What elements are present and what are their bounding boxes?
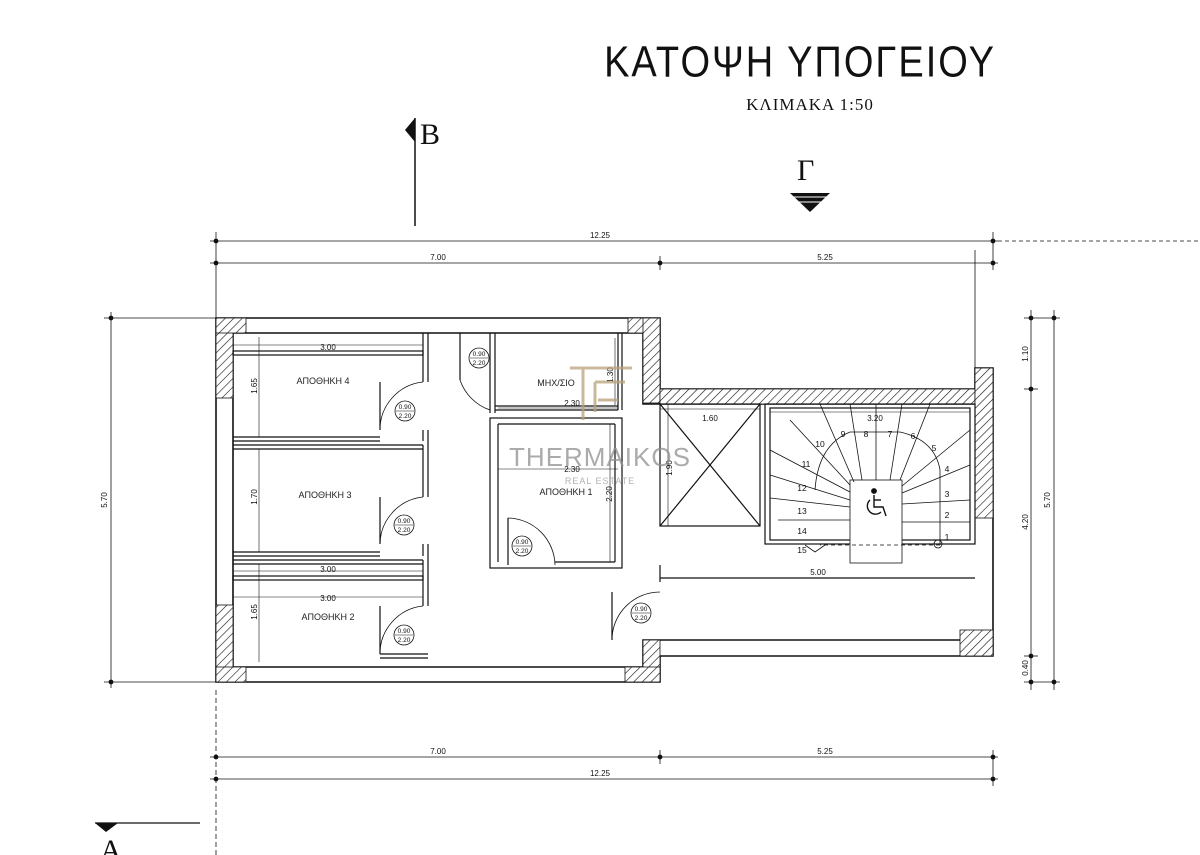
dim-store2-width-b: 3.00	[320, 594, 336, 603]
dim-store3-height: 1.70	[250, 489, 259, 505]
stair-step-12: 12	[797, 483, 807, 493]
stair-step-8: 8	[864, 429, 869, 439]
svg-text:2.20: 2.20	[635, 615, 648, 622]
plan-title: ΚΑΤΟΨΗ ΥΠΟΓΕΙΟΥ	[604, 38, 996, 88]
dim-right-mid: 4.20	[1021, 514, 1030, 530]
watermark-brand: THERMAIKOS	[509, 442, 691, 472]
stair-step-14: 14	[797, 526, 807, 536]
stair-step-7: 7	[888, 429, 893, 439]
dim-mech-height: 1.30	[606, 367, 615, 383]
svg-text:0.90: 0.90	[635, 606, 648, 613]
dim-store2-width-a: 3.00	[320, 565, 336, 574]
dim-store1-width: 2.30	[564, 465, 580, 474]
stair-step-13: 13	[797, 506, 807, 516]
room-label-store3: ΑΠΟΘΗΚΗ 3	[298, 490, 351, 500]
dim-bottom-total: 12.25	[590, 769, 611, 778]
svg-text:2.20: 2.20	[473, 360, 486, 367]
dim-bottom-right: 5.25	[817, 747, 833, 756]
stair-step-2: 2	[945, 510, 950, 520]
dim-mech-width: 2.30	[564, 399, 580, 408]
dim-top-left: 7.00	[430, 253, 446, 262]
dim-store2-height: 1.65	[250, 604, 259, 620]
section-mark-b: Β	[405, 118, 440, 226]
stair-step-10: 10	[815, 439, 825, 449]
room-label-store1: ΑΠΟΘΗΚΗ 1	[539, 487, 592, 497]
section-b-label: Β	[420, 118, 440, 151]
dim-store1-height: 2.20	[605, 486, 614, 502]
right-dimensions	[1024, 310, 1060, 690]
dim-store4-height: 1.65	[250, 378, 259, 394]
dim-right-bottom: 0.40	[1021, 660, 1030, 676]
top-dimensions	[210, 232, 1200, 370]
watermark-sub: REAL ESTATE	[565, 476, 635, 486]
dim-bottom-left: 7.00	[430, 747, 446, 756]
dim-top-total: 12.25	[590, 231, 611, 240]
dim-store4-width: 3.00	[320, 343, 336, 352]
stair-step-4: 4	[945, 464, 950, 474]
dim-landing-width: 1.60	[702, 414, 718, 423]
dim-top-right: 5.25	[817, 253, 833, 262]
dim-corridor-length: 5.00	[810, 568, 826, 577]
wall-hatching	[215, 317, 994, 683]
watermark-logo: THERMAIKOS REAL ESTATE	[509, 366, 691, 486]
svg-text:0.90: 0.90	[473, 351, 486, 358]
svg-text:2.20: 2.20	[516, 548, 529, 555]
stair-step-5: 5	[932, 443, 937, 453]
stair-step-6: 6	[911, 431, 916, 441]
door-swings	[379, 379, 661, 655]
room-label-mech: ΜΗΧ/ΣΙΟ	[537, 378, 575, 388]
svg-text:0.90: 0.90	[516, 539, 529, 546]
dim-right-top: 1.10	[1021, 346, 1030, 362]
door-tag: 0.90 2.20	[468, 347, 490, 369]
dim-landing-height: 1.90	[665, 460, 674, 476]
room-label-store2: ΑΠΟΘΗΚΗ 2	[301, 612, 354, 622]
internal-dimension-lines	[233, 337, 975, 662]
svg-text:0.90: 0.90	[398, 628, 411, 635]
section-mark-g: Γ	[790, 154, 830, 212]
section-mark-a: Α	[95, 822, 200, 855]
bottom-dimensions	[210, 690, 998, 855]
stair-step-3: 3	[945, 489, 950, 499]
room-label-store4: ΑΠΟΘΗΚΗ 4	[296, 376, 349, 386]
dim-stair-width: 3.20	[867, 414, 883, 423]
left-dimension	[104, 312, 220, 688]
svg-text:2.20: 2.20	[399, 413, 412, 420]
stair-step-1: 1	[945, 532, 950, 542]
stair-step-15: 15	[797, 545, 807, 555]
plan-scale: ΚΛΙΜΑΚΑ 1:50	[746, 95, 874, 114]
door-tag: 0.90 2.20	[511, 535, 533, 557]
section-g-label: Γ	[797, 154, 814, 187]
svg-text:0.90: 0.90	[399, 404, 412, 411]
section-a-label: Α	[100, 834, 122, 855]
stair-step-9: 9	[841, 429, 846, 439]
door-tag: 0.90 2.20	[393, 624, 415, 646]
door-tag: 0.90 2.20	[630, 602, 652, 624]
door-tag: 0.90 2.20	[393, 514, 415, 536]
wheelchair-icon	[866, 488, 887, 517]
svg-text:2.20: 2.20	[398, 527, 411, 534]
door-tag: 0.90 2.20	[394, 400, 416, 422]
dim-right-height: 5.70	[1043, 492, 1052, 508]
svg-text:0.90: 0.90	[398, 518, 411, 525]
svg-text:2.20: 2.20	[398, 637, 411, 644]
dim-left-height: 5.70	[100, 492, 109, 508]
stair-step-11: 11	[802, 459, 811, 469]
staircase	[769, 403, 971, 564]
